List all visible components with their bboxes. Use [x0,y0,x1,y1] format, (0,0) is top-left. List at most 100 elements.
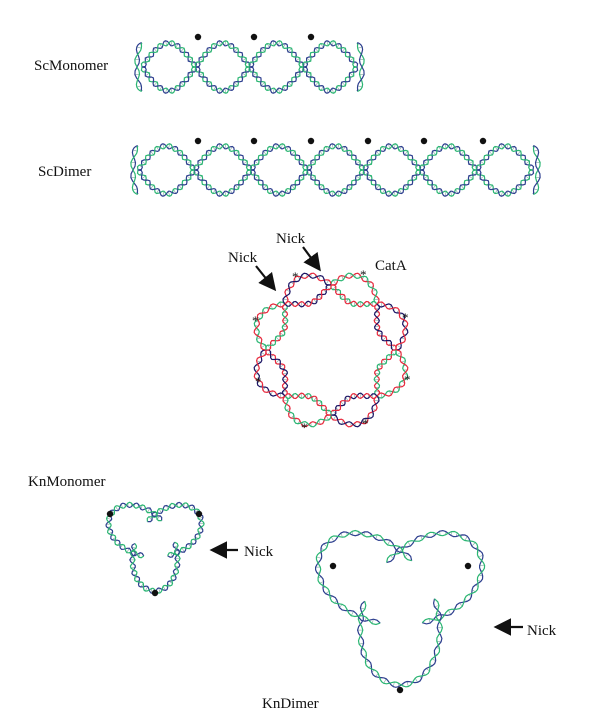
base-pair-rung [197,175,203,180]
base-pair-rung [241,57,247,62]
base-pair-rung [488,150,493,156]
cata-outer-3 [330,395,380,428]
base-pair-rung [314,47,319,53]
asterisk-mark: * [301,420,308,435]
base-pair-rung [349,57,354,62]
scdimer-cap-right [532,145,541,195]
base-pair-rung [414,678,418,683]
scdimer-upper-5 [418,143,478,171]
asterisk-mark: * [255,374,262,389]
asterisk-mark: * [252,313,259,328]
base-pair-rung [319,150,324,156]
strand-a [303,40,359,68]
scdimer-lower-6 [475,169,535,197]
base-pair-rung [353,301,356,307]
strand-a [136,169,195,197]
base-pair-rung [398,189,402,194]
kndimer-knot [315,529,486,688]
base-pair-rung [159,43,163,48]
scdimer-lower-0 [136,169,196,197]
base-pair-rung [198,72,204,77]
base-pair-rung [279,364,284,368]
scmonomer-cap-right [356,42,365,92]
strand-a [137,143,196,171]
base-pair-rung [511,189,515,194]
base-pair-rung [287,47,292,53]
cata-outer-0 [330,272,380,305]
base-pair-rung [165,40,167,46]
base-pair-rung [168,191,170,197]
dot-icon [250,137,258,145]
base-pair-rung [350,611,354,616]
strand-b [330,284,378,308]
strand-b [265,303,289,351]
base-pair-rung [132,188,138,191]
label-knmonomer: KnMonomer [28,474,106,490]
base-pair-rung [243,160,248,165]
cata-inner-6 [265,303,289,351]
cata-inner-1 [373,303,397,351]
base-pair-rung [310,160,316,165]
base-pair-rung [412,175,417,180]
base-pair-rung [450,143,452,149]
strand-b [376,301,409,351]
base-pair-rung [444,143,447,149]
strand-b [141,66,198,94]
base-pair-rung [438,189,442,194]
strand-b [284,395,332,428]
scdimer-upper-2 [249,143,309,171]
base-pair-rung [506,191,509,197]
strand-b [282,272,332,305]
label-nick-cata-top: Nick [276,231,306,247]
strand-a [195,40,251,68]
scdimer-lower-1 [193,169,253,197]
base-pair-rung [158,587,161,593]
base-pair-rung [186,160,191,165]
base-pair-rung [420,535,423,540]
base-pair-rung [375,673,379,677]
label-cata: CatA [375,258,407,274]
base-pair-rung [260,47,266,53]
base-pair-rung [501,191,503,197]
base-pair-rung [426,668,430,672]
base-pair-rung [229,189,233,194]
base-pair-rung [260,344,266,349]
base-pair-rung [306,72,311,77]
strand-b [330,395,380,428]
strand-b [303,66,359,94]
base-pair-rung [340,294,345,299]
nick-arrows [209,246,523,636]
base-pair-rung [342,146,346,151]
strand-b [249,66,305,94]
knmonomer-arc-1 [129,541,181,595]
scdimer-lower-4 [362,169,422,197]
base-pair-rung [373,399,380,402]
base-pair-rung [272,40,275,46]
base-pair-rung [340,532,343,538]
label-scdimer: ScDimer [38,164,91,180]
base-pair-rung [331,191,334,197]
scdimer-upper-0 [136,143,196,171]
base-pair-rung [159,86,163,91]
base-pair-rung [380,392,383,399]
dot-icon [307,33,315,41]
base-pair-rung [188,72,193,77]
label-kndimer: KnDimer [262,696,319,712]
strand-b [284,284,332,308]
base-pair-rung [434,605,440,607]
base-pair-rung [464,536,468,541]
base-pair-rung [382,359,387,364]
base-pair-rung [275,336,280,341]
base-pair-rung [178,150,183,156]
base-pair-rung [234,184,239,190]
base-pair-rung [359,643,364,645]
strand-b [356,42,365,92]
base-pair-rung [325,146,329,151]
scdimer-plasmid [130,143,541,197]
base-pair-rung [224,143,227,149]
cata-catenane [253,272,409,428]
base-pair-rung [468,160,474,165]
strand-a [386,529,484,625]
base-pair-rung [262,184,267,190]
